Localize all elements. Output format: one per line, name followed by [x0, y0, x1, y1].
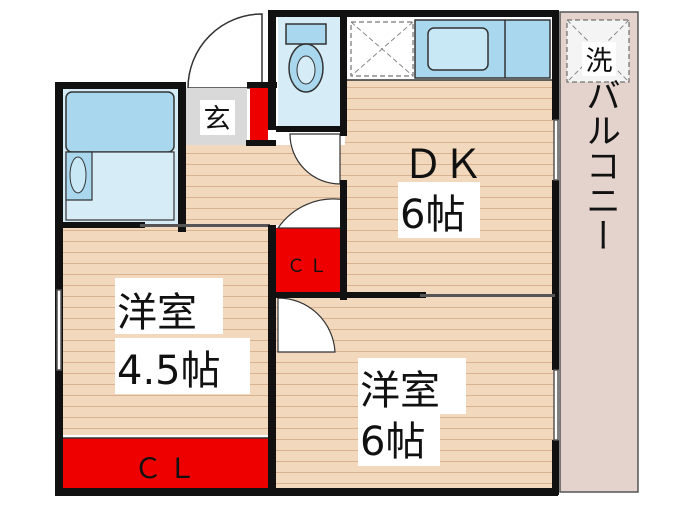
western-small-size: 4.5帖	[117, 348, 221, 394]
closet-small-label: ＣＬ	[287, 256, 331, 277]
toilet-door	[289, 133, 341, 185]
dk-name: ＤＫ	[403, 142, 483, 188]
laundry-space: 洗	[566, 19, 630, 83]
dk-size: 6帖	[400, 192, 465, 238]
bathtub	[65, 91, 175, 153]
bedroom-door	[277, 297, 336, 353]
balcony-label: バルコニー	[580, 78, 620, 253]
closet-small	[276, 228, 342, 294]
laundry-label: 洗	[586, 46, 613, 77]
windows	[56, 119, 559, 441]
kitchen-counter	[344, 15, 556, 81]
entrance-door	[187, 13, 263, 89]
sink	[427, 27, 489, 71]
entrance-label: 玄	[204, 104, 231, 135]
walls	[55, 10, 559, 496]
western-small-name: 洋室	[117, 290, 197, 336]
closet-large	[62, 438, 274, 490]
shoe-cabinet	[250, 88, 268, 144]
toilet-room	[278, 16, 346, 128]
balcony-area	[559, 11, 639, 493]
western-large-size: 6帖	[360, 419, 425, 465]
closet-large-label: ＣＬ	[134, 452, 202, 485]
western-large-name: 洋室	[360, 368, 440, 414]
bathroom	[62, 88, 180, 225]
